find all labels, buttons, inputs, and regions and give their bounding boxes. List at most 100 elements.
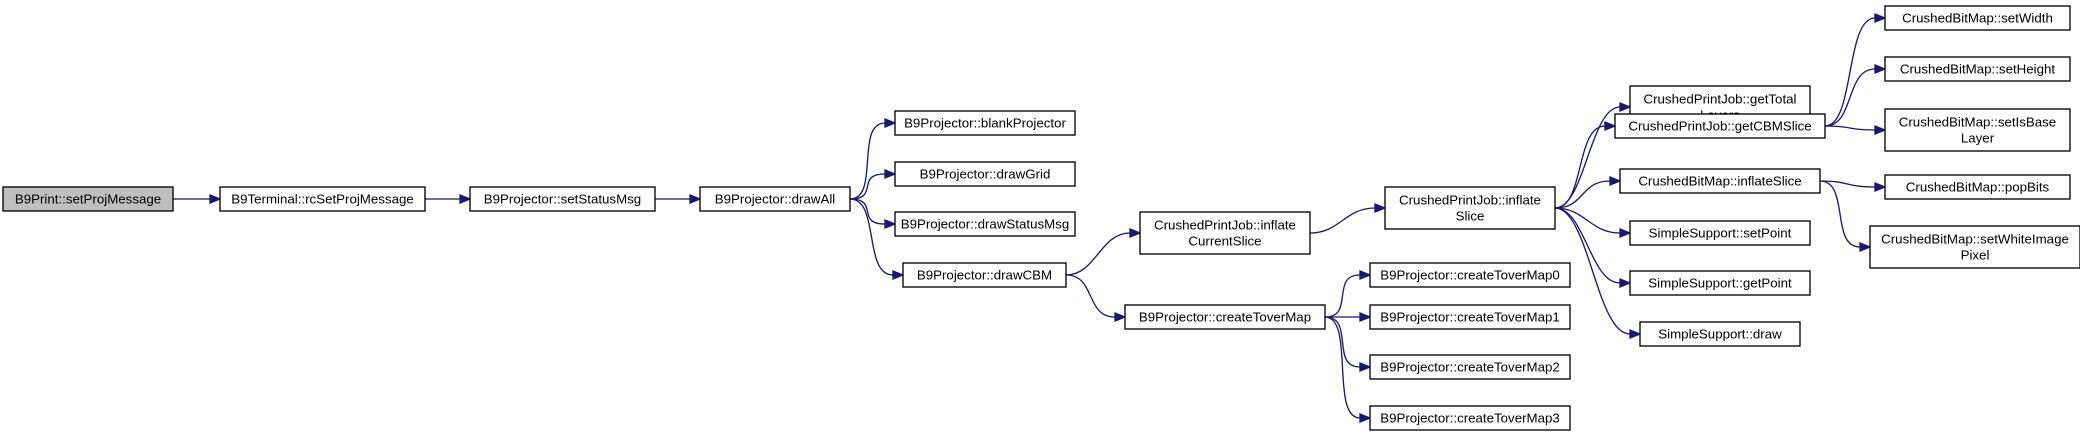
node-box[interactable] [1884, 174, 2071, 200]
graph-node-n14[interactable]: B9Projector::createToverMap3 [1369, 405, 1571, 431]
arrow-head-icon [1874, 64, 1887, 74]
graph-node-n11[interactable]: B9Projector::createToverMap0 [1369, 262, 1571, 288]
node-box[interactable] [1614, 113, 1826, 139]
node-box[interactable] [1884, 56, 2071, 82]
graph-node-n24[interactable]: CrushedBitMap::popBits [1884, 174, 2071, 200]
node-box[interactable] [894, 110, 1076, 136]
node-label: B9Projector::createToverMap [1139, 310, 1311, 325]
node-box[interactable] [1369, 262, 1571, 288]
nodes-layer: B9Print::setProjMessage B9Terminal::rcSet… [2, 5, 2080, 431]
arrow-head-icon [1619, 278, 1632, 288]
graph-node-n22[interactable]: CrushedBitMap::setHeight [1884, 56, 2071, 82]
graph-node-n18[interactable]: SimpleSupport::setPoint [1629, 220, 1811, 246]
arrow-head-icon [1609, 176, 1622, 186]
arrow-head-icon [1359, 413, 1372, 423]
graph-node-n21[interactable]: CrushedBitMap::setWidth [1884, 5, 2071, 31]
node-label: B9Print::setProjMessage [15, 192, 161, 207]
node-box[interactable] [1369, 405, 1571, 431]
edge-line [1554, 207, 1631, 335]
node-box[interactable] [1369, 354, 1571, 380]
node-label: CrushedBitMap::setWhiteImage [1881, 232, 2069, 247]
arrow-head-icon [689, 194, 702, 204]
node-box[interactable] [894, 161, 1076, 187]
edge-n3-n7 [849, 198, 905, 280]
arrow-head-icon [884, 169, 897, 179]
node-box[interactable] [1369, 304, 1571, 330]
edge-line [1554, 180, 1611, 209]
graph-node-n3[interactable]: B9Projector::drawAll [699, 186, 851, 212]
edge-line [1824, 125, 1876, 131]
node-box[interactable] [1619, 168, 1821, 194]
node-box[interactable] [1869, 225, 2080, 269]
node-box[interactable] [1639, 321, 1801, 347]
graph-node-n7[interactable]: B9Projector::drawCBM [902, 262, 1067, 288]
arrow-head-icon [1859, 242, 1872, 252]
arrow-head-icon [1359, 312, 1372, 322]
node-label: CrushedBitMap::popBits [1906, 180, 2050, 195]
edge-n10-n16 [1554, 121, 1617, 209]
graph-node-n1[interactable]: B9Terminal::rcSetProjMessage [219, 186, 426, 212]
graph-node-n16[interactable]: CrushedPrintJob::getCBMSlice [1614, 113, 1826, 139]
node-label: SimpleSupport::setPoint [1649, 226, 1792, 241]
edge-n8-n10 [1309, 203, 1387, 234]
node-box[interactable] [902, 262, 1067, 288]
node-label: CurrentSlice [1188, 234, 1261, 249]
node-box[interactable] [1884, 108, 2071, 152]
edge-line [849, 198, 886, 225]
edge-line [849, 173, 886, 200]
arrow-head-icon [1619, 228, 1632, 238]
graph-node-n13[interactable]: B9Projector::createToverMap2 [1369, 354, 1571, 380]
node-label: B9Projector::drawAll [715, 192, 836, 207]
node-box[interactable] [1384, 186, 1556, 230]
edge-line [1819, 180, 1861, 248]
edges-layer [173, 13, 1887, 423]
edge-line [1819, 180, 1876, 188]
node-box[interactable] [1884, 5, 2071, 31]
edge-line [1554, 125, 1606, 209]
graph-node-n2[interactable]: B9Projector::setStatusMsg [469, 186, 656, 212]
node-box[interactable] [219, 186, 426, 212]
graph-node-n12[interactable]: B9Projector::createToverMap1 [1369, 304, 1571, 330]
edge-line [1824, 68, 1876, 127]
arrow-head-icon [1359, 270, 1372, 280]
edge-n1-n2 [425, 194, 472, 204]
arrow-head-icon [1629, 329, 1642, 339]
node-label: CrushedBitMap::setWidth [1902, 11, 2053, 26]
arrow-head-icon [892, 270, 905, 280]
edge-line [1065, 274, 1116, 318]
edge-line [1554, 106, 1621, 209]
node-label: Pixel [1961, 248, 1990, 263]
edge-line [1324, 316, 1361, 419]
arrow-head-icon [1874, 125, 1887, 135]
edge-n17-n25 [1819, 180, 1872, 252]
edge-n9-n14 [1324, 316, 1372, 423]
graph-node-n5[interactable]: B9Projector::drawGrid [894, 161, 1076, 187]
node-label: B9Projector::blankProjector [904, 116, 1066, 131]
node-box[interactable] [1629, 220, 1811, 246]
node-box[interactable] [1139, 211, 1311, 255]
graph-node-n17[interactable]: CrushedBitMap::inflateSlice [1619, 168, 1821, 194]
node-box[interactable] [699, 186, 851, 212]
node-label: B9Terminal::rcSetProjMessage [231, 192, 414, 207]
graph-node-n0[interactable]: B9Print::setProjMessage [2, 186, 174, 212]
graph-node-n20[interactable]: SimpleSupport::draw [1639, 321, 1801, 347]
node-box[interactable] [1629, 270, 1811, 296]
node-label: B9Projector::createToverMap3 [1380, 411, 1560, 426]
graph-node-n6[interactable]: B9Projector::drawStatusMsg [894, 211, 1076, 237]
graph-node-n4[interactable]: B9Projector::blankProjector [894, 110, 1076, 136]
node-box[interactable] [1124, 304, 1326, 330]
node-box[interactable] [894, 211, 1076, 237]
node-label: CrushedPrintJob::getCBMSlice [1628, 119, 1811, 134]
root-node-box[interactable] [2, 186, 174, 212]
edge-n7-n8 [1065, 228, 1142, 276]
edge-line [1324, 274, 1361, 318]
edge-n10-n17 [1554, 176, 1622, 209]
graph-node-n10[interactable]: CrushedPrintJob::inflateSlice [1384, 186, 1556, 230]
edge-n3-n4 [849, 118, 897, 200]
graph-node-n9[interactable]: B9Projector::createToverMap [1124, 304, 1326, 330]
node-box[interactable] [469, 186, 656, 212]
graph-node-n19[interactable]: SimpleSupport::getPoint [1629, 270, 1811, 296]
